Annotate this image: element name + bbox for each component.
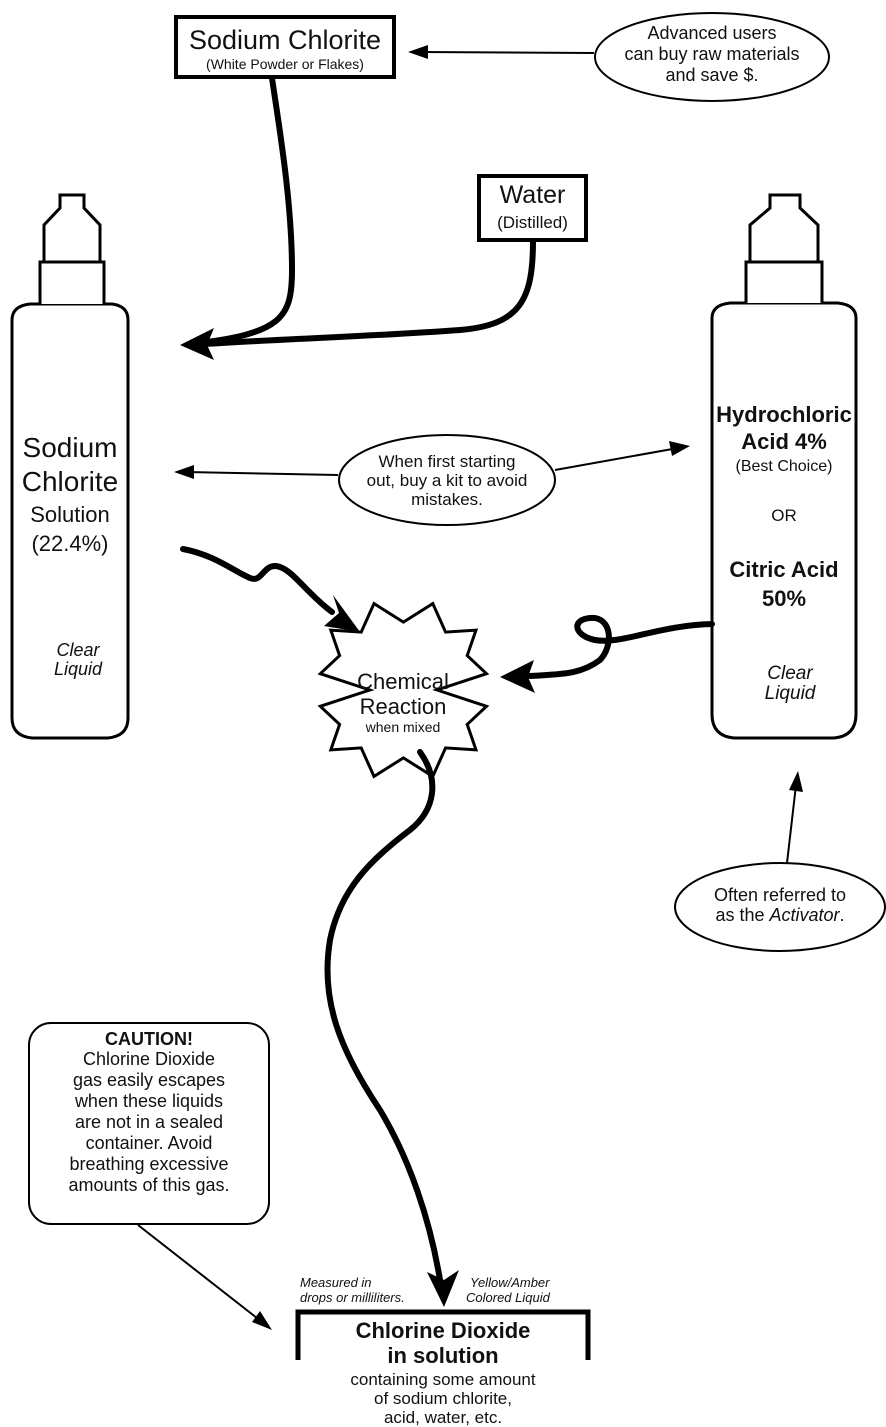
kit-note-line2: out, buy a kit to avoid: [366, 471, 528, 490]
right-bottle-note2: Liquid: [764, 683, 816, 704]
advanced-note-line1: Advanced users: [647, 23, 777, 43]
right-bottle-line3: (Best Choice): [735, 458, 833, 475]
result-box: [295, 1309, 591, 1360]
left-bottle-line2: Chlorite: [21, 466, 119, 497]
left-reaction-line: [180, 546, 335, 615]
left-reaction-arrowhead: [324, 595, 360, 632]
diagram-canvas: [10, 12, 886, 1360]
caution-line5: container. Avoid: [85, 1133, 213, 1153]
right-bottle-line4: Citric Acid: [729, 557, 839, 582]
right-bottle-or: OR: [771, 506, 797, 525]
left-bottle-note2: Liquid: [53, 659, 103, 679]
kit-note-line3: mistakes.: [411, 490, 483, 509]
measured-note-line1: Measured in: [300, 1275, 372, 1290]
result-arrowhead: [427, 1270, 459, 1307]
left-bottle-note1: Clear: [56, 640, 100, 660]
right-bottle-line2: Acid 4%: [741, 429, 827, 454]
color-note-line1: Yellow/Amber: [470, 1275, 550, 1290]
kit-ellipse: [338, 434, 556, 526]
activator-line2: as the Activator.: [680, 905, 880, 925]
right-reaction-arrowhead: [500, 660, 535, 693]
caution-arrow: [137, 1224, 272, 1330]
reaction-line1: Chemical: [357, 669, 449, 694]
activator-line2-end: .: [839, 905, 845, 925]
water-feed-line: [202, 238, 536, 347]
kit-arrow-right: [554, 441, 690, 471]
activator-term: Activator: [769, 905, 840, 925]
kit-note-line1: When first starting: [378, 452, 516, 471]
color-note-line2: Colored Liquid: [466, 1290, 550, 1305]
sodium-chlorite-subtitle: (White Powder or Flakes): [206, 56, 364, 72]
result-title1: Chlorine Dioxide: [355, 1318, 531, 1343]
sodium-chlorite-feed-line: [187, 75, 296, 347]
measured-note-line2: drops or milliliters.: [300, 1290, 405, 1305]
caution-line7: amounts of this gas.: [68, 1175, 230, 1195]
activator-line1: Often referred to: [713, 885, 847, 905]
reaction-line3: when mixed: [365, 719, 441, 735]
right-bottle-line1: Hydrochloric: [716, 402, 852, 427]
left-bottle-line4: (22.4%): [31, 531, 109, 556]
sodium-chlorite-bottle: [10, 193, 130, 740]
advanced-note-line2: can buy raw materials: [624, 44, 800, 64]
advanced-users-ellipse: [594, 12, 830, 102]
reaction-starburst: [317, 601, 490, 779]
right-bottle-note1: Clear: [767, 663, 813, 684]
left-bottle-line3: Solution: [30, 502, 110, 527]
diagram-root: { "sodium_chlorite_box": { "title": "Sod…: [10, 12, 886, 1427]
right-reaction-line: [527, 615, 715, 679]
caution-box: [28, 1022, 270, 1225]
activator-arrow: [786, 771, 803, 864]
caution-title: CAUTION!: [105, 1029, 193, 1049]
right-bottle-line5: 50%: [761, 586, 807, 611]
left-bottle-arrowhead: [180, 328, 214, 360]
advanced-note-line3: and save $.: [665, 65, 759, 85]
sodium-chlorite-title: Sodium Chlorite: [188, 25, 382, 55]
caution-line2: gas easily escapes: [72, 1070, 226, 1090]
caution-line1: Chlorine Dioxide: [82, 1049, 216, 1069]
reaction-line2: Reaction: [359, 694, 447, 719]
caution-line6: breathing excessive: [69, 1154, 229, 1174]
result-line1: containing some amount: [350, 1370, 536, 1389]
result-title2: in solution: [387, 1343, 499, 1368]
caution-line3: when these liquids: [74, 1091, 224, 1111]
result-line3: acid, water, etc.: [383, 1408, 503, 1427]
result-line2: of sodium chlorite,: [374, 1389, 512, 1408]
activator-line2-prefix: as the: [715, 905, 770, 925]
sodium-chlorite-box: [174, 15, 396, 79]
activator-ellipse: [674, 862, 886, 952]
left-bottle-line1: Sodium: [22, 432, 118, 463]
caution-line4: are not in a sealed: [74, 1112, 224, 1132]
kit-arrow-left: [174, 465, 339, 479]
acid-bottle: [710, 193, 858, 740]
result-feed-line: [324, 749, 443, 1283]
advanced-arrow: [408, 45, 595, 59]
water-subtitle: (Distilled): [497, 213, 568, 232]
water-title: Water: [499, 181, 566, 209]
